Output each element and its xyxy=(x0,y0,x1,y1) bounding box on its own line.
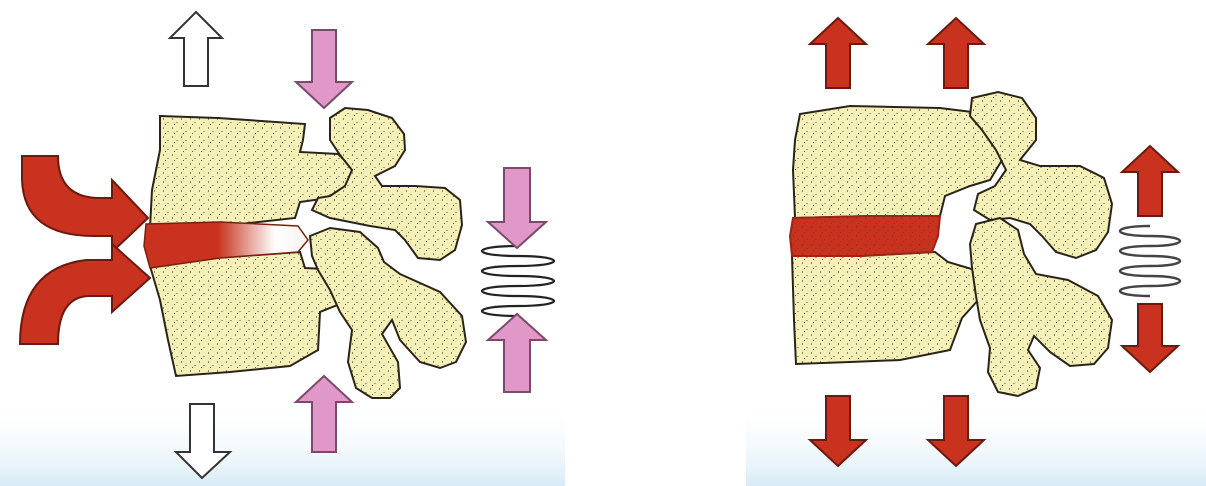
down-arrow-icon xyxy=(1122,304,1178,372)
up-arrow-icon xyxy=(488,314,546,392)
curved-arrow-icon xyxy=(20,244,150,344)
ground-tint-left xyxy=(0,400,565,486)
down-arrow-icon xyxy=(296,30,352,108)
curved-arrow-icon xyxy=(22,156,148,252)
up-arrow-icon xyxy=(170,12,222,86)
up-arrow-icon xyxy=(1122,146,1178,216)
spring-icon xyxy=(1120,226,1180,296)
right-panel xyxy=(790,18,1180,466)
spring-icon xyxy=(482,246,554,316)
up-arrow-icon xyxy=(928,18,984,88)
down-arrow-icon xyxy=(488,168,546,248)
up-arrow-icon xyxy=(810,18,866,88)
